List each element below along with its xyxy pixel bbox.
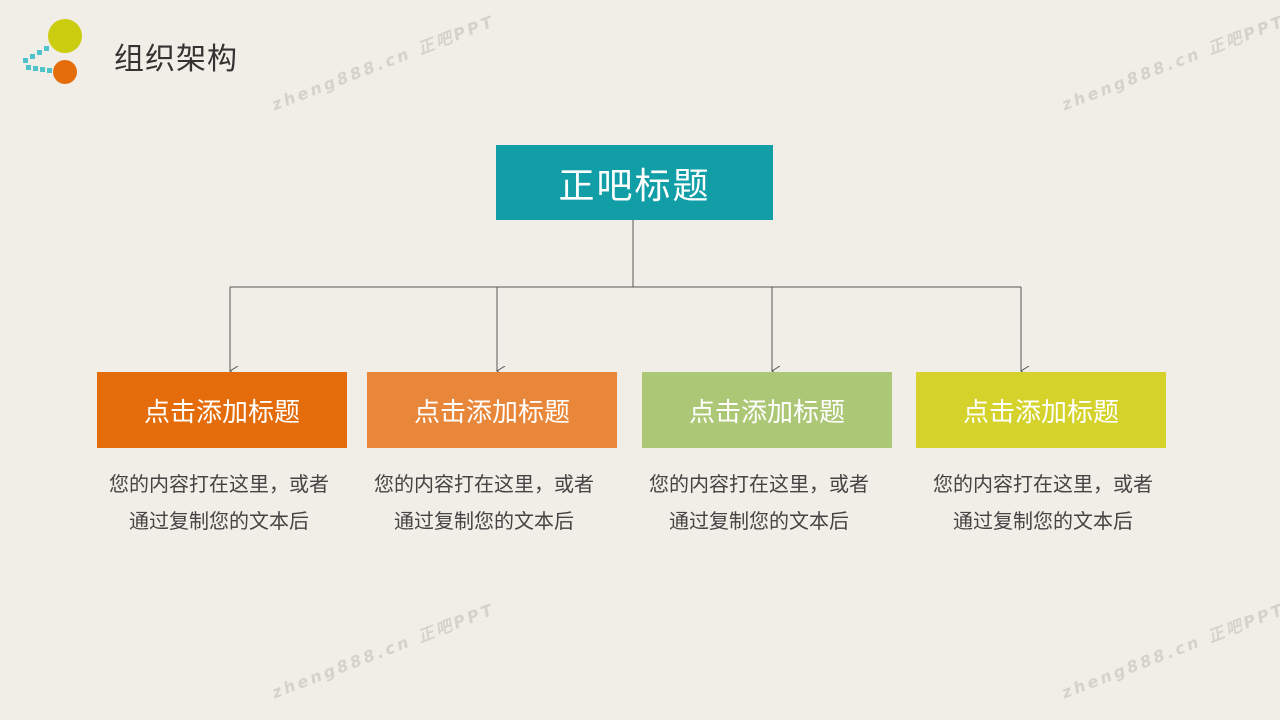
desc-line: 您的内容打在这里，或者 <box>649 472 869 496</box>
watermark: zheng888.cn 正吧PPT <box>1059 11 1280 115</box>
child-node-4: 点击添加标题 <box>916 372 1166 448</box>
watermark: zheng888.cn 正吧PPT <box>1059 599 1280 703</box>
watermark: zheng888.cn 正吧PPT <box>269 599 498 703</box>
desc-line: 您的内容打在这里，或者 <box>374 472 594 496</box>
desc-line: 您的内容打在这里，或者 <box>933 472 1153 496</box>
desc-line: 通过复制您的文本后 <box>394 509 574 533</box>
child-node-2: 点击添加标题 <box>367 372 617 448</box>
child-node-3: 点击添加标题 <box>642 372 892 448</box>
child-desc-2: 您的内容打在这里，或者 通过复制您的文本后 <box>354 466 614 540</box>
desc-line: 通过复制您的文本后 <box>669 509 849 533</box>
child-desc-3: 您的内容打在这里，或者 通过复制您的文本后 <box>629 466 889 540</box>
child-node-1: 点击添加标题 <box>97 372 347 448</box>
child-desc-4: 您的内容打在这里，或者 通过复制您的文本后 <box>913 466 1173 540</box>
logo-icon <box>23 19 82 84</box>
root-node: 正吧标题 <box>496 145 773 220</box>
watermark: zheng888.cn 正吧PPT <box>269 11 498 115</box>
desc-line: 您的内容打在这里，或者 <box>109 472 329 496</box>
desc-line: 通过复制您的文本后 <box>953 509 1133 533</box>
child-desc-1: 您的内容打在这里，或者 通过复制您的文本后 <box>89 466 349 540</box>
page-title: 组织架构 <box>114 42 238 77</box>
desc-line: 通过复制您的文本后 <box>129 509 309 533</box>
